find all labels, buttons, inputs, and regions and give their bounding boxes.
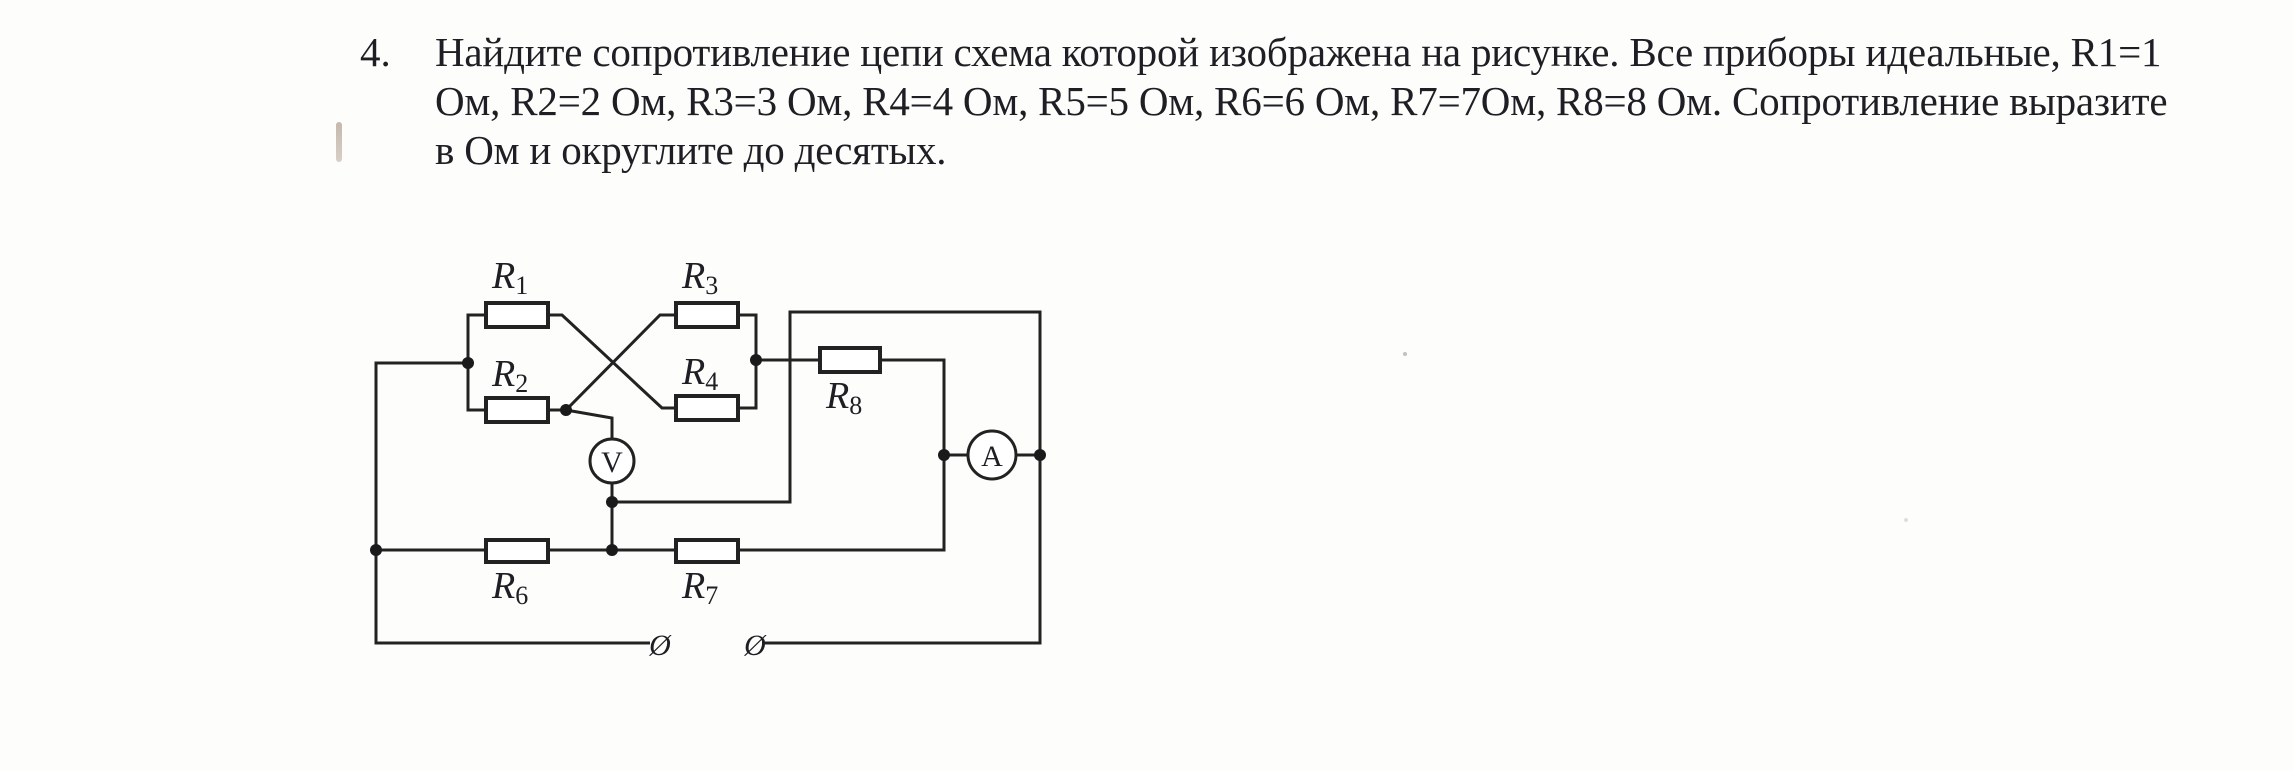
label-r8: R8 bbox=[825, 375, 862, 420]
ammeter-label: A bbox=[981, 440, 1003, 473]
wire-r8-to-ammeter bbox=[880, 358, 946, 455]
label-r7: R7 bbox=[681, 565, 718, 610]
wire-top-loop bbox=[612, 310, 1042, 504]
voltmeter-label: V bbox=[601, 446, 623, 479]
resistor-r3 bbox=[674, 301, 740, 329]
problem-text: Найдите сопротивление цепи схема которой… bbox=[435, 28, 2235, 175]
wire-r2-to-r3 bbox=[548, 313, 676, 412]
resistor-r4 bbox=[674, 394, 740, 422]
junction-node bbox=[462, 357, 474, 369]
label-r1: R1 bbox=[491, 255, 528, 300]
resistor-r7 bbox=[674, 538, 740, 564]
wire-right-bottom bbox=[762, 455, 1042, 645]
label-r4: R4 bbox=[681, 351, 718, 396]
junction-node bbox=[938, 449, 950, 461]
problem-line-2: Ом, R2=2 Ом, R3=3 Ом, R4=4 Ом, R5=5 Ом, … bbox=[435, 78, 2168, 124]
junction-node bbox=[606, 544, 618, 556]
label-r2: R2 bbox=[491, 353, 528, 398]
scan-speck bbox=[1403, 352, 1407, 356]
problem-line-3: в Ом и округлите до десятых. bbox=[435, 127, 947, 173]
label-r3: R3 bbox=[681, 255, 718, 300]
scan-speck bbox=[1904, 518, 1908, 522]
label-r6: R6 bbox=[491, 565, 528, 610]
junction-node bbox=[750, 354, 762, 366]
resistor-r2 bbox=[484, 396, 550, 424]
wire-to-voltmeter bbox=[565, 408, 614, 440]
wire-r2-left bbox=[466, 363, 486, 412]
wire-left-top bbox=[374, 361, 468, 640]
terminal-left-icon: Ø bbox=[648, 629, 672, 662]
problem-number: 4. bbox=[360, 29, 391, 75]
junction-node bbox=[606, 496, 618, 508]
resistor-r6 bbox=[484, 538, 550, 564]
resistor-r8 bbox=[818, 346, 882, 374]
scan-artifact bbox=[336, 122, 342, 162]
resistor-r1 bbox=[484, 301, 550, 329]
junction-node bbox=[560, 404, 572, 416]
wire-r1-left bbox=[466, 313, 486, 363]
voltmeter-icon bbox=[588, 437, 636, 485]
problem-line-1: Найдите сопротивление цепи схема которой… bbox=[435, 29, 2162, 75]
junction-node bbox=[1034, 449, 1046, 461]
ammeter-icon bbox=[966, 429, 1018, 481]
wire-left-bottom bbox=[374, 550, 650, 645]
junction-node bbox=[370, 544, 382, 556]
terminal-right-icon: Ø bbox=[743, 629, 767, 662]
